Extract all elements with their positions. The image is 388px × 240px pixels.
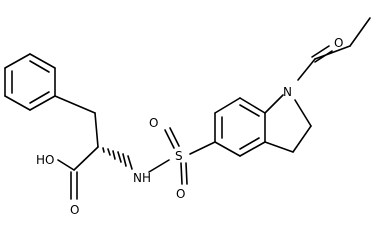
double-bond [164, 129, 175, 149]
bond [29, 95, 56, 111]
hashed-wedge-bond [102, 147, 133, 170]
phenyl-ring [4, 53, 56, 111]
bond [349, 17, 371, 47]
bond [239, 141, 266, 157]
carbonyl-oxygen-label: O [70, 203, 79, 217]
hash-line [107, 148, 111, 156]
amine-nh-label: NH [133, 171, 151, 185]
double-bond [185, 162, 188, 185]
aromatic-double-bond [239, 137, 260, 150]
bond [94, 112, 99, 148]
bond [4, 95, 31, 111]
hash-line [122, 153, 127, 167]
bond [294, 99, 312, 127]
bond [292, 125, 312, 153]
bond [54, 95, 96, 114]
chemical-structure: HO O NH S O O N O [4, 17, 371, 217]
bond [29, 53, 56, 69]
hash-line [127, 155, 133, 170]
bond [264, 94, 284, 114]
bond [73, 146, 99, 171]
bond [4, 53, 31, 69]
aromatic-double-bond [239, 104, 260, 117]
sulfonyl-oxygen-bottom-label: O [176, 187, 185, 201]
bond [57, 159, 75, 171]
indoline-benzene-ring [214, 97, 266, 157]
hydroxyl-label: HO [36, 153, 54, 167]
bond [148, 159, 170, 173]
bond [189, 141, 216, 155]
acyl-oxygen-label: O [334, 36, 343, 50]
hash-line [112, 150, 116, 160]
hash-line [102, 147, 105, 153]
sulfonyl-oxygen-top-label: O [149, 116, 158, 130]
double-bond [311, 45, 330, 58]
hash-line [117, 151, 122, 163]
sulfur-label: S [175, 149, 183, 163]
double-bond [169, 127, 180, 147]
bond [264, 141, 294, 153]
indoline-nitrogen-label: N [283, 85, 292, 99]
aromatic-double-bond [29, 91, 50, 104]
aromatic-double-bond [29, 60, 50, 73]
bond [297, 58, 316, 81]
bond [314, 45, 351, 60]
bond [239, 97, 266, 114]
double-bond [180, 162, 183, 185]
bond [214, 141, 241, 157]
bond [214, 97, 241, 114]
